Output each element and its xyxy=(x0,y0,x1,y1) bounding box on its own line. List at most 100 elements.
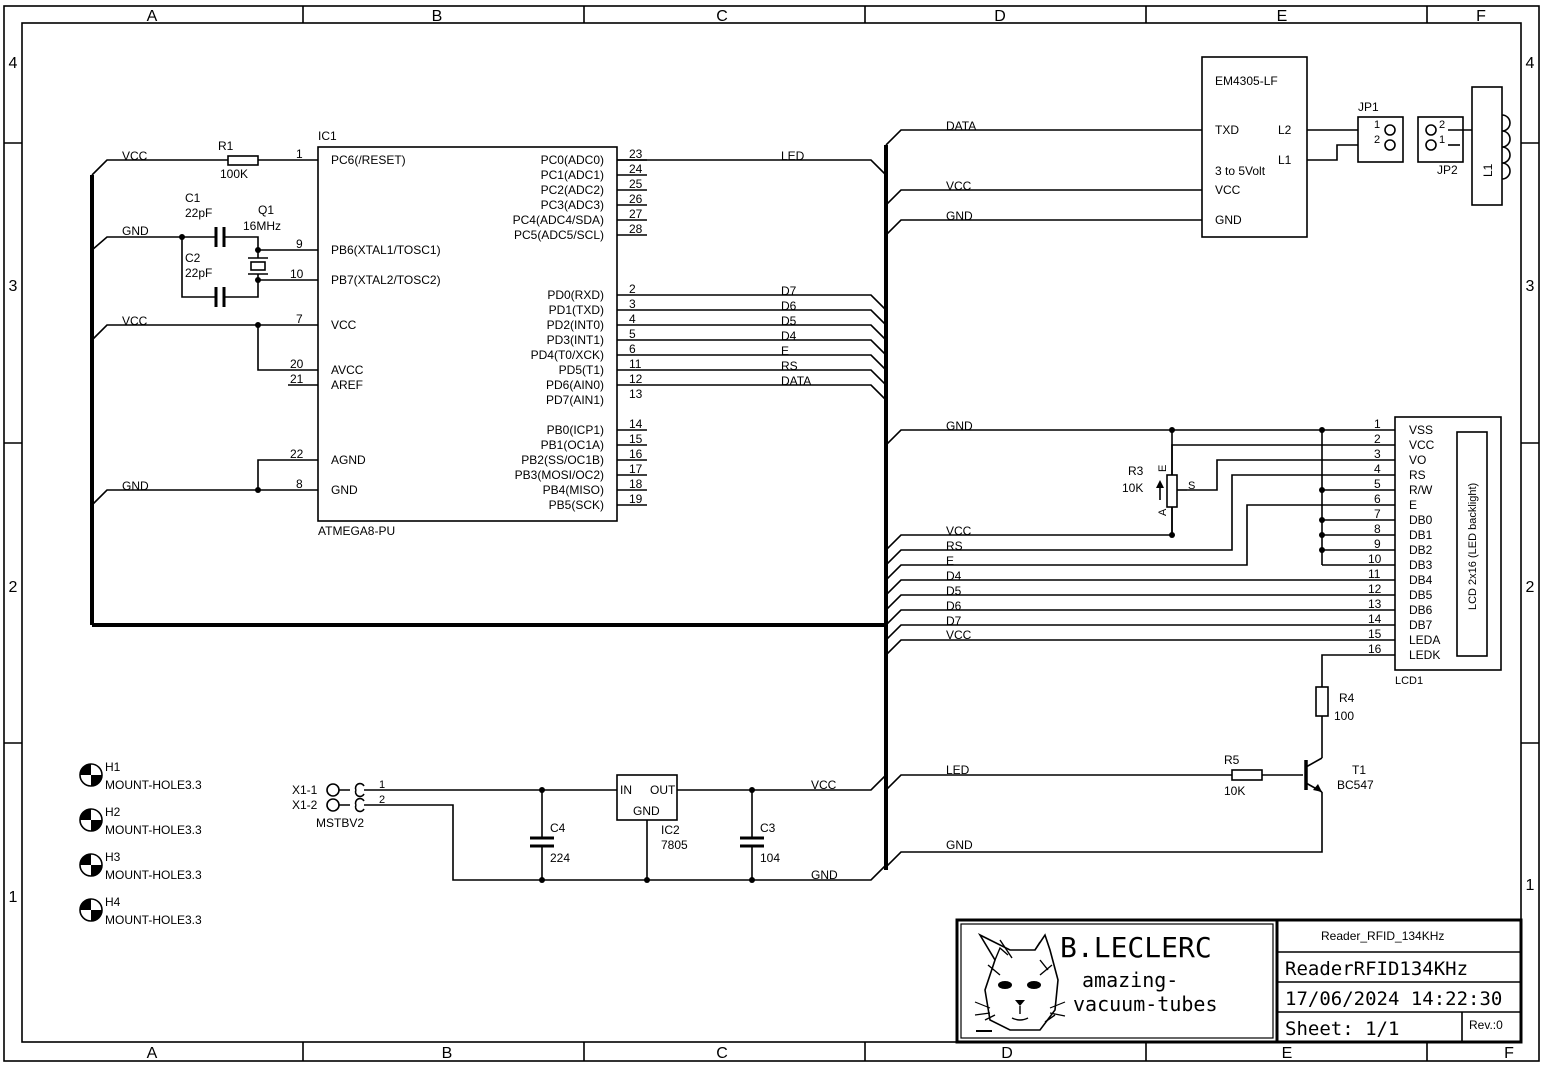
l1-coil: L1 xyxy=(1448,86,1511,206)
net-label-rs: RS xyxy=(946,539,963,553)
jp2-jumper: JP2 2 1 xyxy=(1417,116,1464,177)
pin-name: VCC xyxy=(331,318,357,332)
pin-name: DB1 xyxy=(1409,528,1433,542)
r5-resistor: R5 10K xyxy=(1224,753,1263,798)
em-name: EM4305-LF xyxy=(1215,74,1278,88)
x1-ref1: X1-1 xyxy=(292,783,318,797)
lcd-module: LCD 2x16 (LED backlight) LCD1 xyxy=(1394,416,1502,687)
schematic-title: ReaderRFID134KHz xyxy=(1285,958,1468,980)
pin-name: GND xyxy=(331,483,358,497)
net-label-data: DATA xyxy=(781,374,811,388)
pin-name: PB4(MISO) xyxy=(543,483,604,497)
pin-name: DB5 xyxy=(1409,588,1433,602)
cat-logo xyxy=(974,933,1066,1032)
row-label-left: 1 xyxy=(9,889,18,906)
r5-value: 10K xyxy=(1224,784,1245,798)
lcd-inner-label: LCD 2x16 (LED backlight) xyxy=(1467,483,1479,610)
pin-name: DB2 xyxy=(1409,543,1433,557)
ic1-net-labels: LED D7 D6 D5 D4 E RS DATA xyxy=(781,149,811,388)
pin-num: 11 xyxy=(1368,567,1381,581)
r3-pin-a: A xyxy=(1157,508,1169,516)
jp2-p2: 1 xyxy=(1439,134,1445,146)
row-label-right: 2 xyxy=(1526,579,1535,596)
net-label-vcc: VCC xyxy=(122,149,148,163)
ic1-right-pin-labels: PC0(ADC0) PC1(ADC1) PC2(ADC2) PC3(ADC3) … xyxy=(513,147,643,512)
row-label-left: 3 xyxy=(9,278,18,295)
pin-num: 4 xyxy=(1374,462,1381,476)
net-label-d7: D7 xyxy=(946,614,962,628)
title-block: B.LECLERC amazing- vacuum-tubes Reader_R… xyxy=(955,918,1523,1044)
pin-name: PC1(ADC1) xyxy=(541,168,604,182)
net-label-vcc: VCC xyxy=(811,778,837,792)
ic2-gnd: GND xyxy=(633,804,660,818)
author-tagline-1: amazing- xyxy=(1082,968,1178,992)
left-junctions xyxy=(179,234,261,493)
pin-num: 15 xyxy=(1368,627,1382,641)
pin-name: PD5(T1) xyxy=(559,363,604,377)
jp1-ref: JP1 xyxy=(1358,100,1379,114)
q1-value: 16MHz xyxy=(243,219,281,233)
em-l1: L1 xyxy=(1278,153,1292,167)
pin-num: 14 xyxy=(1368,612,1382,626)
r3-trimmer: R3 10K A E S xyxy=(1122,430,1195,535)
pin-name: PC0(ADC0) xyxy=(541,153,604,167)
pin-num: 17 xyxy=(629,462,643,476)
l1-ref: L1 xyxy=(1481,163,1495,177)
pin-name: PD6(AIN0) xyxy=(546,378,604,392)
net-label-gnd: GND xyxy=(122,224,149,238)
pin-name: E xyxy=(1409,498,1417,512)
lcd-pin-labels: 1 VSS 2 VCC 3 VO 4 RS 5 R/W 6 E 7 DB0 8 … xyxy=(1368,417,1440,662)
x1-connector: X1-1 X1-2 1 2 MSTBV2 xyxy=(292,779,385,830)
ic2-out: OUT xyxy=(650,783,676,797)
col-label-bottom: E xyxy=(1282,1045,1293,1062)
net-label-vcc: VCC xyxy=(122,314,148,328)
pin-num: 8 xyxy=(296,477,303,491)
pin-num: 26 xyxy=(629,192,643,206)
net-label-gnd: GND xyxy=(122,479,149,493)
c3-capacitor: C3 104 xyxy=(740,821,780,865)
net-label-e: E xyxy=(781,344,789,358)
ic2-ref: IC2 xyxy=(661,823,680,837)
pin-num: 19 xyxy=(629,492,643,506)
ic1-left-pin-labels: 1 PC6(/RESET) 9 PB6(XTAL1/TOSC1) 10 PB7(… xyxy=(290,147,441,497)
pin-num: 24 xyxy=(629,162,643,176)
pin-num: 5 xyxy=(1374,477,1381,491)
em4305-module: EM4305-LF TXD VCC GND L2 L1 3 to 5Volt xyxy=(1201,56,1308,238)
pin-num: 7 xyxy=(1374,507,1381,521)
power-wires xyxy=(364,774,887,881)
net-label-data: DATA xyxy=(946,119,976,133)
jp1-p2: 2 xyxy=(1374,134,1380,146)
r5-ref: R5 xyxy=(1224,753,1240,767)
t1-ref: T1 xyxy=(1352,763,1366,777)
ic2-value: 7805 xyxy=(661,838,688,852)
pin-name: PC4(ADC4/SDA) xyxy=(513,213,604,227)
c4-capacitor: C4 224 xyxy=(530,821,570,865)
x1-part: MSTBV2 xyxy=(316,816,364,830)
pin-num: 3 xyxy=(629,297,636,311)
jp2-p1: 2 xyxy=(1439,119,1445,131)
em-vcc: VCC xyxy=(1215,183,1241,197)
pin-name: AVCC xyxy=(331,363,364,377)
net-label-d7: D7 xyxy=(781,284,797,298)
r3-value: 10K xyxy=(1122,481,1143,495)
c4-ref: C4 xyxy=(550,821,566,835)
ic1-net-wires xyxy=(617,159,887,401)
col-label-bottom: C xyxy=(716,1045,728,1062)
col-label-bottom: A xyxy=(147,1045,158,1062)
h2-part: MOUNT-HOLE3.3 xyxy=(105,823,202,837)
left-power-wires xyxy=(91,159,288,506)
pin-num: 3 xyxy=(1374,447,1381,461)
c1-ref: C1 xyxy=(185,191,201,205)
pin-name: LEDK xyxy=(1409,648,1440,662)
r1-value: 100K xyxy=(220,167,248,181)
pin-name: PD3(INT1) xyxy=(547,333,604,347)
pin-name: PB3(MOSI/OC2) xyxy=(515,468,604,482)
col-label-top: D xyxy=(994,8,1006,25)
net-label-d4: D4 xyxy=(781,329,797,343)
row-label-left: 2 xyxy=(9,579,18,596)
net-label-d5: D5 xyxy=(781,314,797,328)
em-note: 3 to 5Volt xyxy=(1215,164,1266,178)
pin-num: 2 xyxy=(629,282,636,296)
c2-ref: C2 xyxy=(185,251,201,265)
pin-name: PB6(XTAL1/TOSC1) xyxy=(331,243,441,257)
